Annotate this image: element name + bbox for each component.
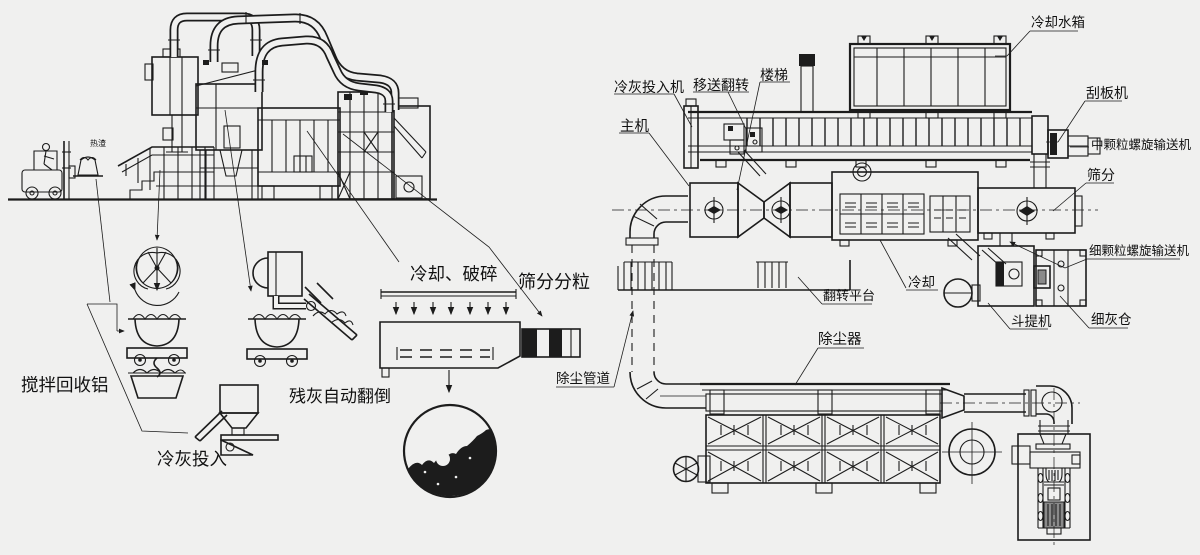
label-stairs: 楼梯 — [760, 67, 788, 83]
granule-detail-circle — [402, 403, 498, 499]
sieving-box-plan — [977, 187, 1083, 246]
fine-conveyor-cluster — [943, 245, 1087, 308]
dust-collector — [672, 382, 965, 494]
label-cold-ash-input: 冷灰投入 — [157, 449, 227, 469]
discharge-unit — [391, 105, 431, 200]
label-fine-particle-screw-conveyor: 细颗粒螺旋输送机 — [1089, 243, 1190, 258]
support-column — [799, 54, 815, 113]
main-machine-elevation — [144, 48, 431, 200]
label-flip-platform: 翻转平台 — [823, 288, 875, 303]
flip-platform-edge — [617, 260, 851, 291]
label-cooling-crushing: 冷却、破碎 — [410, 264, 498, 284]
scraper-discharge-unit — [1031, 115, 1101, 159]
label-transfer-flip: 移送翻转 — [693, 77, 749, 93]
stairs-plan-a — [623, 261, 673, 290]
elevation-view — [8, 12, 581, 499]
pour-station — [246, 251, 358, 368]
label-fine-ash-bin: 细灰仓 — [1091, 312, 1132, 327]
stairs-plan-b — [756, 261, 788, 288]
label-stir-recover-al: 搅拌回收铝 — [21, 375, 109, 395]
rotary-drum — [257, 107, 341, 187]
scraper-conveyor — [683, 98, 1101, 188]
label-cooling: 冷却 — [908, 275, 935, 290]
labels-layer: 热渣 搅拌回收铝 冷灰投入 残灰自动翻倒 冷却、破碎 筛分分粒 除尘管道 主机 … — [21, 15, 1192, 469]
forklift — [21, 141, 103, 200]
vibrating-screen — [379, 289, 581, 394]
screen-box — [379, 321, 521, 369]
plan-leader-lines — [556, 30, 1180, 388]
elevation-leader-lines — [86, 109, 543, 434]
sorter-stripes — [521, 328, 581, 358]
motion-stroke — [304, 286, 322, 304]
ash-bin-icon — [129, 375, 185, 399]
fan-unit — [940, 385, 1091, 548]
label-hot-slag: 热渣 — [90, 138, 106, 148]
inlet-elbow — [625, 195, 688, 246]
cooling-section-plan — [831, 162, 981, 261]
label-residual-ash-auto-dump: 残灰自动翻倒 — [289, 387, 391, 406]
exhaust-piping — [168, 12, 400, 112]
plan-view — [556, 30, 1180, 548]
cold-ash-hopper-icon — [194, 384, 279, 456]
screen-feed-duct — [1030, 154, 1050, 188]
motion-stroke — [316, 282, 334, 300]
label-bucket-elevator: 斗提机 — [1011, 314, 1052, 329]
label-dust-pipe: 除尘管道 — [556, 371, 610, 386]
crucible-cart-1 — [126, 313, 188, 399]
label-medium-particle-screw-conveyor: 中颗粒螺旋输送机 — [1091, 137, 1192, 152]
label-scraper-machine: 刮板机 — [1086, 85, 1128, 101]
label-sieving: 筛分 — [1087, 167, 1115, 183]
stirrer-icon — [129, 246, 181, 306]
collector-left-fan — [672, 455, 711, 483]
stair-platform — [117, 146, 215, 200]
collector-outlet-cone — [941, 386, 965, 420]
cooling-water-tank — [848, 35, 1012, 119]
label-cooling-water-tank: 冷却水箱 — [1031, 15, 1085, 30]
dust-duct-vertical — [631, 245, 655, 372]
falling-arrows — [392, 302, 510, 316]
conveyor-feet — [715, 159, 1007, 168]
label-dust-collector: 除尘器 — [818, 331, 862, 348]
pour-stream — [153, 357, 161, 378]
label-sieving-granulating: 筛分分粒 — [518, 272, 590, 292]
transfer-flip-mechanism — [723, 123, 763, 155]
hot-slag-crucible — [77, 156, 99, 176]
main-machine-plan — [689, 181, 833, 239]
dust-duct-bottom-elbow — [629, 371, 706, 409]
label-main-machine: 主机 — [620, 118, 649, 135]
collector-cell-braces — [707, 416, 939, 482]
label-cold-ash-feeder: 冷灰投入机 — [614, 79, 684, 95]
